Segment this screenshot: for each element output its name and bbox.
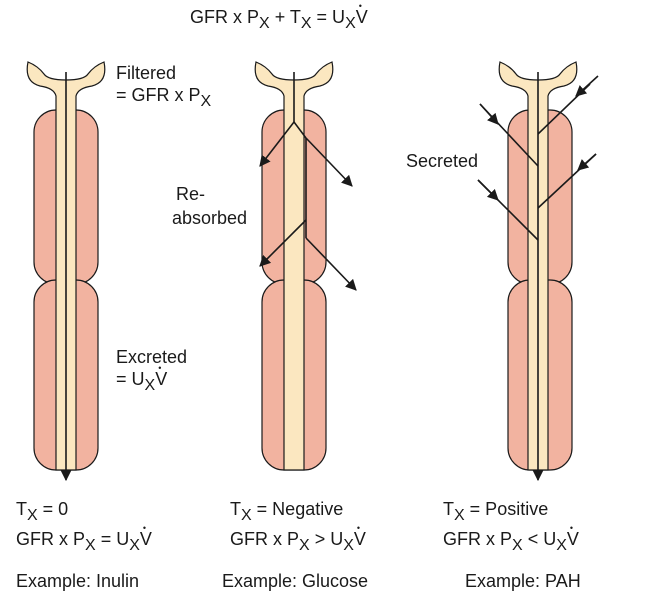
tubule-lumen (254, 61, 334, 471)
reabsorb-arrow (305, 137, 353, 187)
secretion-arrow (575, 75, 599, 97)
title-equation: GFR x PX + TX = UXV (190, 0, 368, 32)
reabsorbed-label: Re- absorbed (172, 184, 248, 228)
excreted-label: Excreted = UXV (116, 346, 187, 394)
flow-line (293, 121, 307, 139)
reabsorb-arrow (305, 237, 357, 291)
secretion-arrow (479, 103, 499, 125)
secreted-label: Secreted (406, 151, 479, 171)
secretion-arrow (477, 179, 499, 201)
filtered-label: Filtered = GFR x PX (116, 63, 212, 110)
caption-inulin: TX = 0 GFR x PX = UXV Example: Inulin (16, 498, 152, 592)
tubule-glucose (254, 61, 357, 471)
tubule-pah (477, 61, 599, 482)
tubule-inulin (26, 61, 106, 482)
example-glucose: Example: Glucose (222, 571, 369, 591)
example-inulin: Example: Inulin (16, 571, 140, 591)
reabsorb-arrow (259, 219, 307, 267)
example-pah: Example: PAH (465, 571, 581, 591)
secretion-arrow (577, 153, 597, 171)
reabsorb-arrow (259, 121, 295, 167)
caption-glucose: TX = Negative GFR x PX > UXV Example: Gl… (222, 498, 368, 592)
caption-pah: TX = Positive GFR x PX < UXV Example: PA… (443, 498, 581, 592)
